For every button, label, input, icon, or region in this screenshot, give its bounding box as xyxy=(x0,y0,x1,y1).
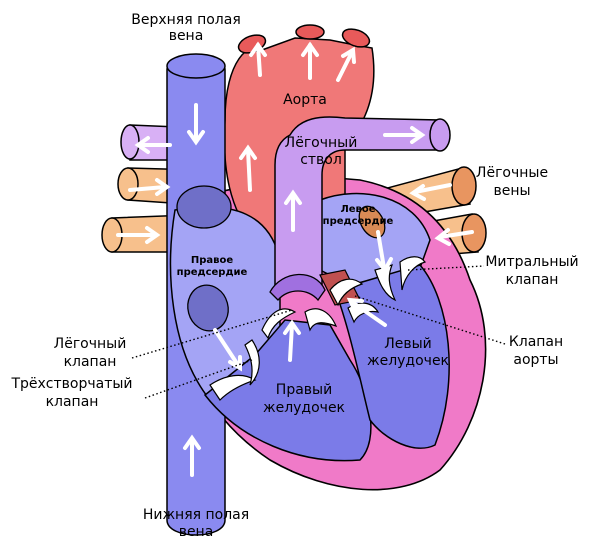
svg-text:ствол: ствол xyxy=(300,152,342,168)
label-aorta: Аорта xyxy=(283,92,327,108)
svg-text:Лёгочный: Лёгочный xyxy=(285,135,358,151)
svg-text:вена: вена xyxy=(169,28,204,44)
svg-text:Левое: Левое xyxy=(340,204,375,215)
svg-text:предсердие: предсердие xyxy=(177,267,248,278)
svc-opening xyxy=(176,185,232,229)
svg-text:Митральный: Митральный xyxy=(485,254,578,270)
label-left-ventricle: Левый желудочек xyxy=(367,336,449,369)
svg-text:Правый: Правый xyxy=(276,382,332,398)
label-superior-vena-cava: Верхняя полая вена xyxy=(131,12,241,44)
label-mitral-valve: Митральный клапан xyxy=(485,254,578,288)
svg-text:клапан: клапан xyxy=(46,394,99,410)
svg-text:Верхняя полая: Верхняя полая xyxy=(131,12,241,28)
svg-text:Правое: Правое xyxy=(191,255,233,266)
svg-text:вена: вена xyxy=(179,524,214,540)
svg-text:желудочек: желудочек xyxy=(263,400,345,416)
svg-text:аорты: аорты xyxy=(513,352,558,368)
svg-text:Трёхстворчатый: Трёхстворчатый xyxy=(10,376,132,392)
label-inferior-vena-cava: Нижняя полая вена xyxy=(143,507,249,540)
svg-text:клапан: клапан xyxy=(64,354,117,370)
label-aortic-valve: Клапан аорты xyxy=(509,334,563,368)
label-left-atrium: Левое предсердие xyxy=(323,204,394,227)
pulmonary-trunk xyxy=(274,116,451,291)
label-tricuspid-valve: Трёхстворчатый клапан xyxy=(10,376,132,410)
label-pulmonary-veins: Лёгочные вены xyxy=(476,165,548,199)
label-pulmonary-trunk: Лёгочный ствол xyxy=(285,135,358,168)
svg-text:желудочек: желудочек xyxy=(367,353,449,369)
svg-text:клапан: клапан xyxy=(506,272,559,288)
svg-text:предсердие: предсердие xyxy=(323,216,394,227)
leader-lines xyxy=(131,265,506,399)
svg-text:Клапан: Клапан xyxy=(509,334,563,350)
mitral-valve xyxy=(374,256,426,302)
flow-arrows xyxy=(116,41,474,477)
label-right-ventricle: Правый желудочек xyxy=(263,382,345,416)
svg-text:вены: вены xyxy=(493,183,530,199)
svg-text:Лёгочные: Лёгочные xyxy=(476,165,548,181)
tricuspid-valve xyxy=(209,339,260,401)
svg-text:Лёгочный: Лёгочный xyxy=(54,336,127,352)
right-ventricle xyxy=(203,319,372,462)
label-pulmonary-valve: Лёгочный клапан xyxy=(54,336,127,370)
svg-text:Нижняя полая: Нижняя полая xyxy=(143,507,249,523)
label-right-atrium: Правое предсердие xyxy=(177,255,248,278)
svg-text:Левый: Левый xyxy=(384,336,432,352)
